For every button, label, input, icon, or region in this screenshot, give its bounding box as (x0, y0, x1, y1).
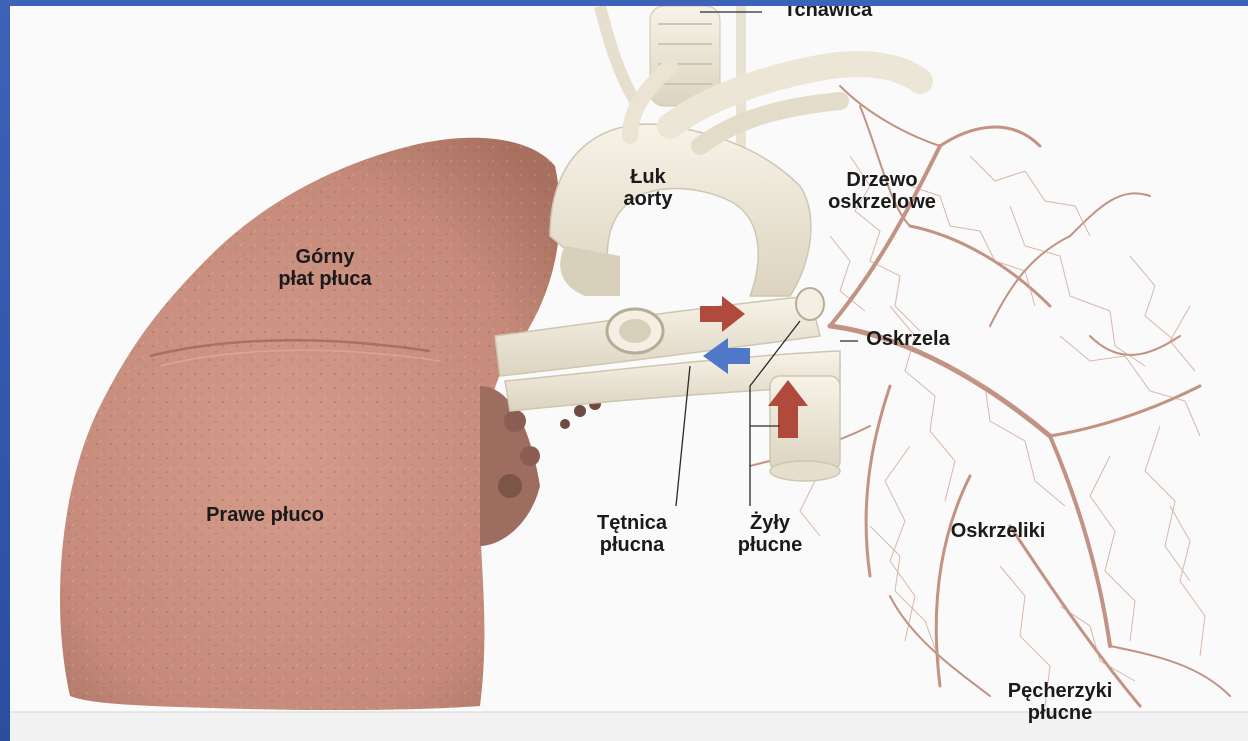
illustration-canvas (10, 6, 1248, 741)
label-aortic-arch: Łuk aorty (624, 166, 673, 210)
label-upper-lobe: Górny płat płuca (278, 246, 371, 290)
label-pulmonary-artery: Tętnica płucna (597, 512, 667, 556)
anatomy-illustration: Tchawica Łuk aorty Drzewo oskrzelowe Gór… (10, 6, 1248, 741)
bronchiole-mesh (790, 156, 1205, 706)
label-trachea: Tchawica (784, 6, 873, 21)
label-bronchial-tree: Drzewo oskrzelowe (828, 169, 936, 213)
label-bronchioles: Oskrzeliki (951, 520, 1046, 542)
label-alveoli: Pęcherzyki płucne (1008, 680, 1113, 724)
hilum-structures (480, 386, 601, 546)
label-right-lung: Prawe płuco (206, 504, 324, 526)
label-bronchus: Oskrzela (866, 328, 949, 350)
label-pulmonary-veins: Żyły płucne (738, 512, 802, 556)
